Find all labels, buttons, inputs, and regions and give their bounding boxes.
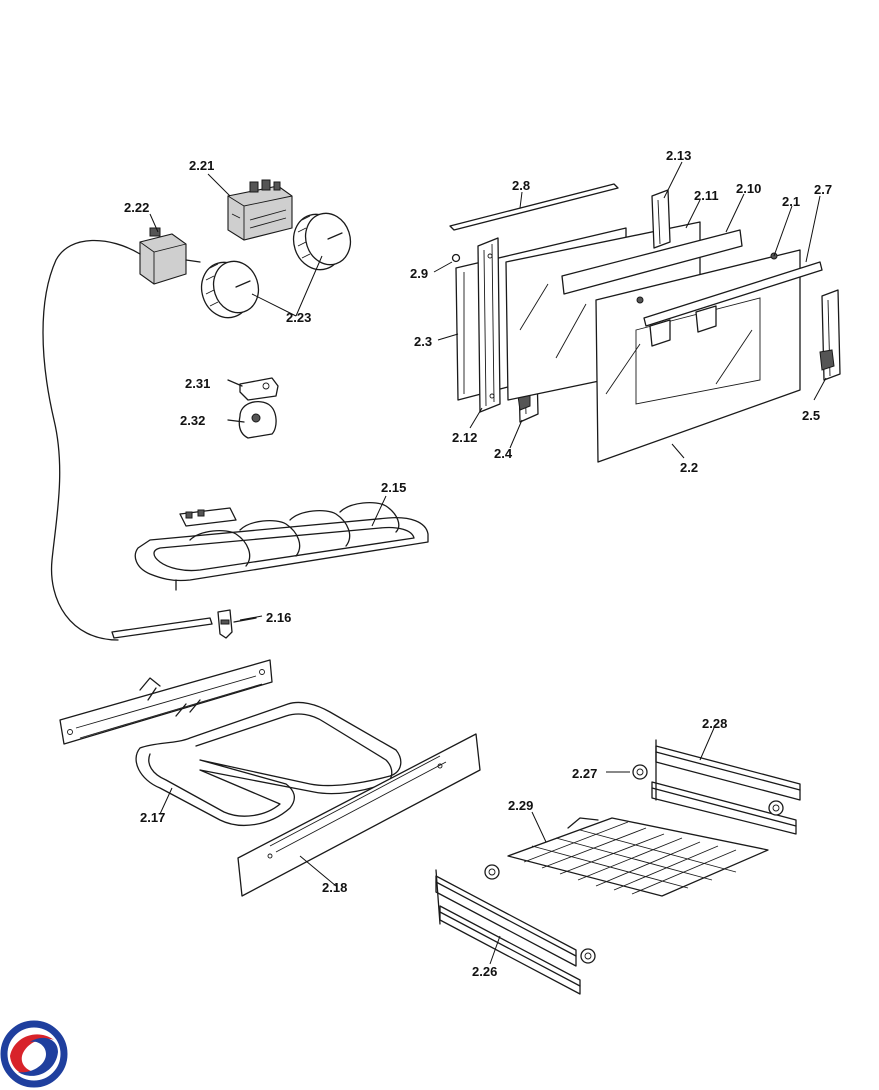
door-handle-2-7	[636, 261, 823, 347]
label-2-3: 2.3	[414, 334, 432, 349]
label-2-18: 2.18	[322, 880, 347, 895]
door-side-profile-2-12	[477, 237, 501, 413]
thermostat-part	[139, 227, 201, 285]
shelf-runner-left-2-26	[435, 869, 581, 995]
label-2-11: 2.11	[694, 188, 719, 203]
label-2-32: 2.32	[180, 413, 205, 428]
label-2-10: 2.10	[736, 181, 761, 196]
grill-element-part	[134, 501, 429, 591]
label-2-9: 2.9	[410, 266, 428, 281]
thermostat-holder-2-32	[227, 401, 277, 439]
label-2-2: 2.2	[680, 460, 698, 475]
label-2-21: 2.21	[189, 158, 214, 173]
label-2-29: 2.29	[508, 798, 533, 813]
timer-switch-part	[227, 179, 293, 241]
wire-shelf-2-29	[507, 817, 769, 897]
bracket-2-31	[227, 377, 279, 401]
control-knob-right	[292, 212, 352, 271]
label-2-16: 2.16	[266, 610, 291, 625]
label-2-4: 2.4	[494, 446, 513, 461]
label-2-22: 2.22	[124, 200, 149, 215]
label-2-26: 2.26	[472, 964, 497, 979]
probe-rod	[111, 617, 213, 639]
label-2-5: 2.5	[802, 408, 820, 423]
label-2-7: 2.7	[814, 182, 832, 197]
capillary-tube	[42, 239, 141, 641]
label-2-27: 2.27	[572, 766, 597, 781]
label-2-31: 2.31	[185, 376, 210, 391]
door-top-strip-2-8	[449, 183, 619, 231]
label-2-15: 2.15	[381, 480, 406, 495]
oven-element-lower	[135, 699, 402, 826]
runner-fixing-nut-right	[632, 764, 784, 816]
clip-2-16	[217, 609, 257, 639]
door-hinge-channel-2-13	[651, 189, 671, 249]
label-2-1: 2.1	[782, 194, 800, 209]
door-top-panel-2-10	[561, 229, 743, 295]
screw-small-2-9	[451, 253, 461, 263]
door-outer-panel-2-2	[595, 249, 801, 463]
label-2-12: 2.12	[452, 430, 477, 445]
element-bracket-rear	[59, 659, 273, 745]
label-2-23: 2.23	[286, 310, 311, 325]
label-2-17: 2.17	[140, 810, 165, 825]
leader-lines	[149, 161, 827, 965]
shelf-runner-right-2-28	[651, 739, 801, 835]
element-cover-plate	[237, 733, 481, 897]
label-2-8: 2.8	[512, 178, 530, 193]
control-knob-left	[200, 260, 260, 319]
door-hinge-right-2-5	[819, 289, 841, 381]
brand-swirl-logo-icon	[0, 1020, 68, 1088]
label-2-28: 2.28	[702, 716, 727, 731]
label-2-13: 2.13	[666, 148, 691, 163]
runner-fixing-nut-left	[484, 864, 596, 964]
